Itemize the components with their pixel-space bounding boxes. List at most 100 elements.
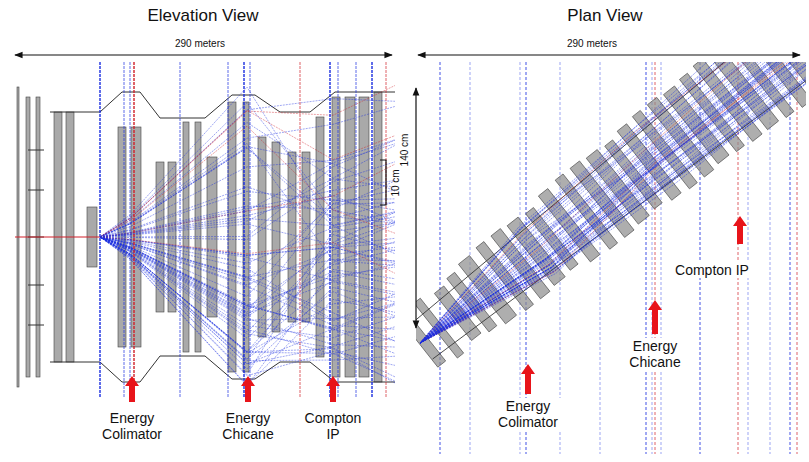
- particle-track: [420, 62, 806, 357]
- pointer-arrow: [241, 376, 255, 402]
- particle-track: [100, 237, 395, 385]
- particle-track: [100, 237, 395, 332]
- support-tick: [28, 190, 44, 191]
- particle-track: [100, 148, 395, 237]
- particle-track: [420, 62, 806, 366]
- particle-track: [100, 148, 395, 237]
- particle-track: [100, 237, 395, 338]
- particle-track: [420, 62, 806, 369]
- particle-track: [100, 106, 395, 237]
- magnet-element: [332, 97, 340, 377]
- magnet-element: [302, 152, 310, 322]
- particle-track: [100, 144, 395, 237]
- particle-track: [100, 110, 395, 237]
- particle-track: [420, 62, 806, 360]
- particle-track: [100, 237, 395, 359]
- dimension-arrow: [15, 54, 392, 55]
- particle-track: [420, 62, 806, 368]
- particle-track: [100, 237, 395, 292]
- particle-track: [100, 237, 395, 328]
- particle-track: [420, 62, 806, 363]
- particle-track: [228, 62, 229, 397]
- particle-track: [789, 62, 791, 454]
- support-tick: [28, 150, 44, 151]
- particle-track: [100, 237, 395, 354]
- particle-track: [250, 62, 251, 397]
- particle-track: [416, 62, 806, 350]
- particle-track: [100, 237, 395, 381]
- particle-track: [420, 62, 806, 359]
- particle-track: [420, 62, 806, 361]
- particle-track: [100, 181, 395, 237]
- magnet-element: [272, 142, 280, 332]
- particle-track: [100, 87, 395, 237]
- beamline-axis: [416, 62, 806, 386]
- scale-markers: [15, 55, 800, 402]
- particle-track: [420, 62, 806, 360]
- particle-track: [416, 62, 805, 343]
- beam-axis: [15, 237, 100, 238]
- particle-track: [416, 62, 805, 343]
- particle-track: [439, 62, 441, 454]
- particle-track: [600, 62, 601, 454]
- particle-track: [100, 140, 395, 237]
- particle-track: [100, 212, 395, 315]
- particle-track: [416, 62, 805, 343]
- pointer-arrow: [521, 364, 535, 394]
- particle-track: [100, 237, 395, 352]
- particle-track: [420, 62, 806, 365]
- particle-track: [100, 237, 395, 377]
- particle-track: [420, 62, 806, 369]
- particle-track: [420, 62, 806, 356]
- particle-track: [416, 62, 806, 346]
- particle-track: [416, 62, 805, 343]
- dimension-label: 140 cm: [399, 134, 411, 167]
- particle-track: [420, 62, 806, 357]
- particle-track: [243, 62, 245, 397]
- particle-track: [416, 62, 805, 343]
- particle-track: [417, 62, 805, 343]
- support-tick: [28, 325, 44, 326]
- particle-track: [420, 62, 806, 350]
- particle-track: [420, 62, 806, 372]
- pointer-arrow: [326, 376, 340, 402]
- particle-track: [329, 62, 331, 397]
- particle-track: [100, 237, 395, 352]
- particle-track: [100, 85, 395, 237]
- pointer-arrow: [125, 376, 139, 402]
- view-title: Elevation View: [147, 6, 258, 26]
- particle-track: [99, 62, 101, 397]
- particle-track: [100, 237, 395, 329]
- particle-track: [100, 218, 395, 253]
- particle-track: [416, 62, 806, 349]
- component-label: Energy Chicane: [207, 410, 289, 442]
- component-label: Compton IP: [298, 410, 368, 442]
- magnet-element: [195, 122, 201, 352]
- particle-track: [416, 62, 805, 343]
- particle-track: [133, 62, 135, 397]
- particle-track: [416, 62, 805, 343]
- particle-track: [100, 237, 395, 338]
- particle-track: [124, 62, 125, 397]
- particle-track: [416, 62, 805, 343]
- component-label: Compton IP: [673, 262, 751, 278]
- particle-track: [420, 62, 806, 357]
- particle-track: [100, 190, 395, 312]
- particle-track: [420, 62, 806, 350]
- particle-track: [100, 162, 395, 240]
- particle-track: [416, 62, 805, 343]
- particle-track: [100, 237, 395, 273]
- pointer-arrow: [733, 216, 747, 244]
- particle-track: [100, 99, 395, 237]
- particle-track: [797, 62, 798, 454]
- particle-track: [100, 237, 395, 264]
- particle-track: [420, 62, 806, 360]
- particle-track: [416, 62, 805, 343]
- particle-track: [100, 237, 395, 341]
- particle-track: [100, 164, 395, 237]
- particle-track: [420, 62, 806, 372]
- beam-envelope: [50, 356, 395, 382]
